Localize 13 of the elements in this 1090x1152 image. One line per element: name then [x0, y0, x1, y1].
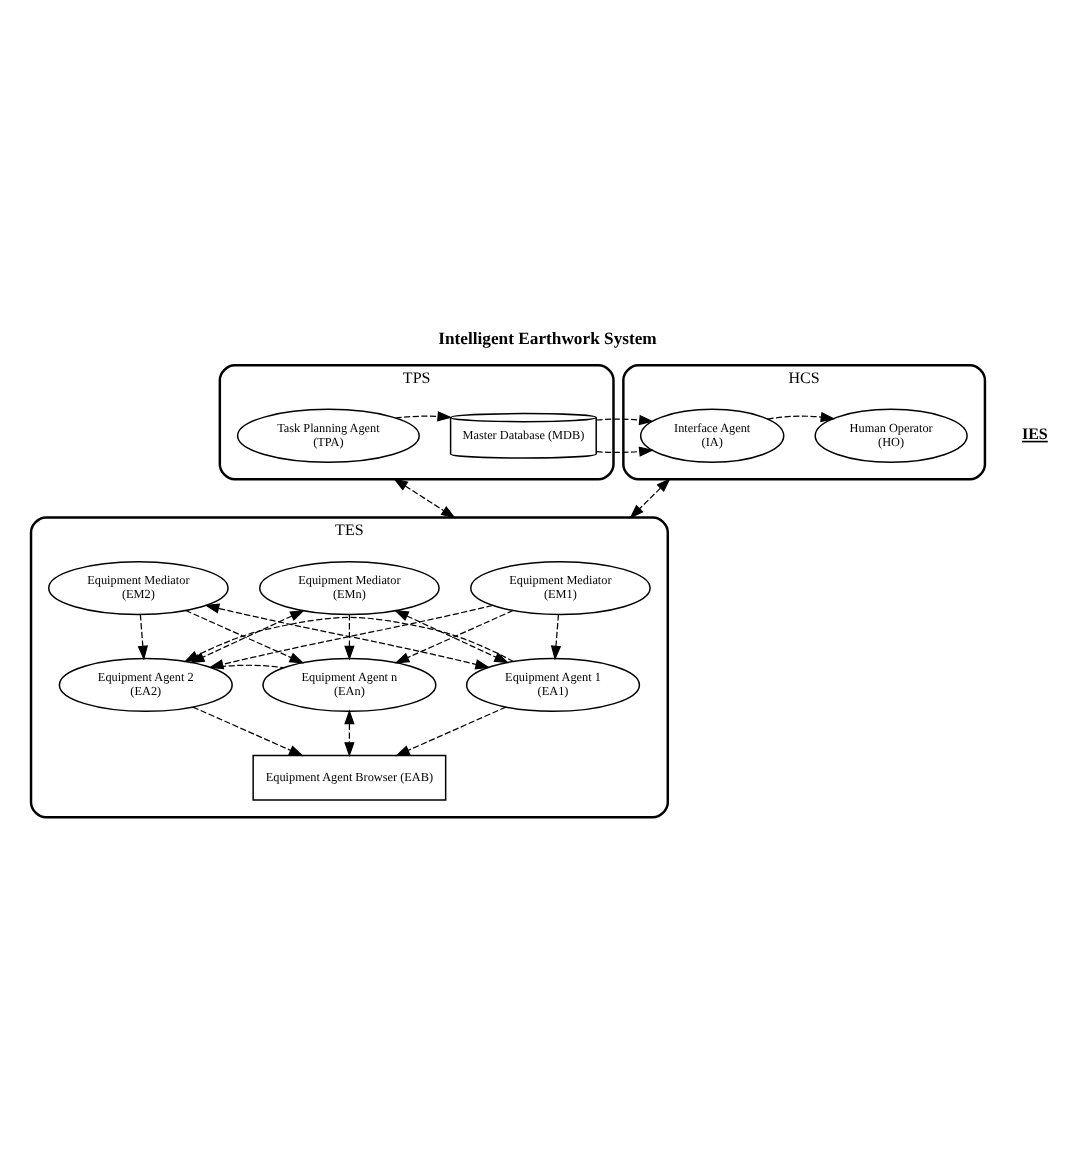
arrow	[344, 613, 355, 660]
arrow	[766, 410, 836, 422]
arrow	[394, 410, 453, 421]
arrow	[137, 613, 148, 660]
arrow	[393, 477, 456, 518]
arrow	[344, 708, 355, 756]
arrow	[595, 413, 654, 456]
arrow	[629, 476, 671, 518]
connector	[210, 663, 285, 668]
diagram-title: Intelligent Earthwork System	[438, 327, 657, 348]
arrow	[192, 705, 304, 756]
arrow	[550, 613, 562, 660]
arrow	[395, 705, 507, 756]
